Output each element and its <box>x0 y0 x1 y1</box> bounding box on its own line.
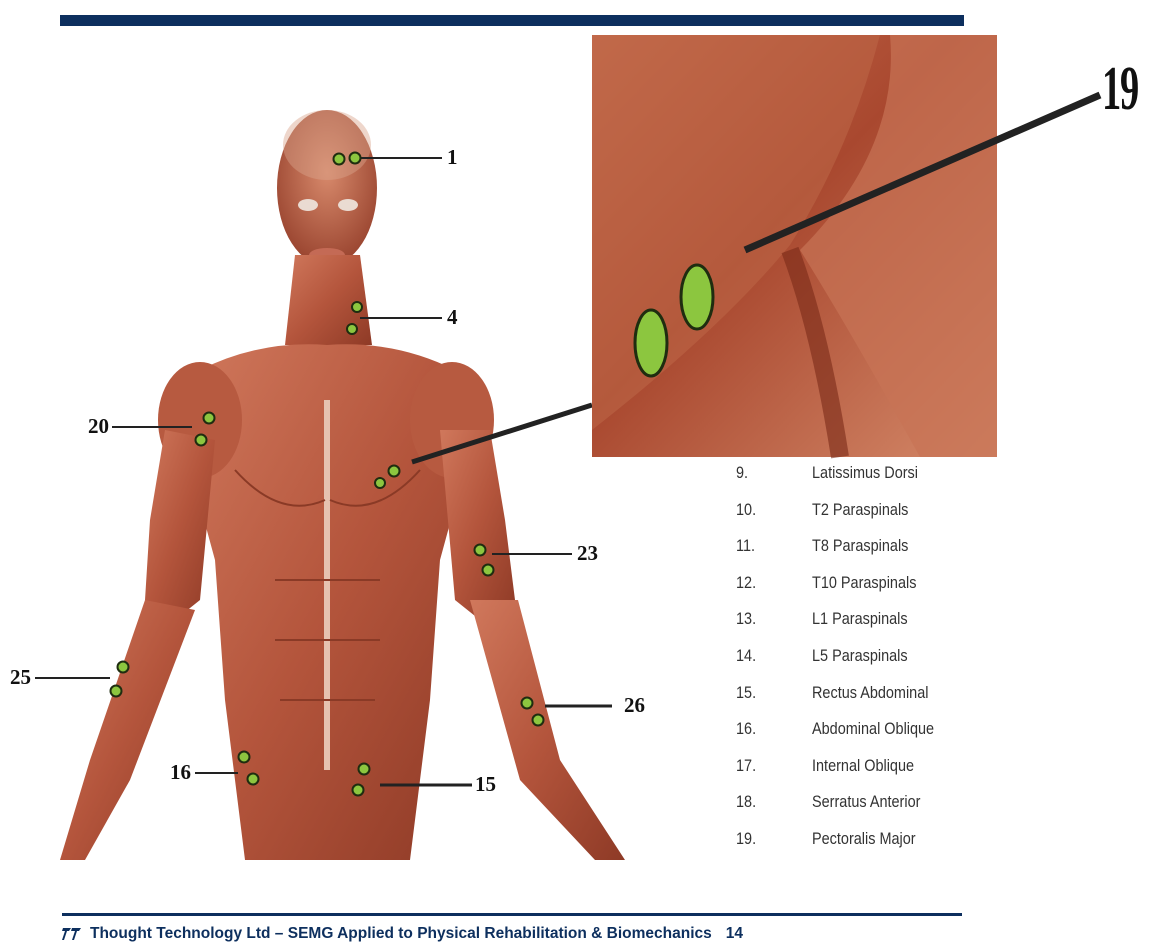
legend-number: 16. <box>736 719 779 739</box>
left-upper-arm <box>145 430 215 620</box>
callout-25: 25 <box>10 667 31 688</box>
callout-4: 4 <box>447 307 458 328</box>
legend-item: 12. T10 Paraspinals <box>734 573 1034 610</box>
legend-number: 12. <box>736 573 779 593</box>
legend-muscle-name: T8 Paraspinals <box>812 536 908 556</box>
legend-muscle-name: Pectoralis Major <box>812 829 916 849</box>
legend-item: 19. Pectoralis Major <box>734 829 1034 866</box>
footer-text: Thought Technology Ltd – SEMG Applied to… <box>90 925 712 943</box>
right-forearm <box>470 600 625 860</box>
legend-item: 15. Rectus Abdominal <box>734 683 1034 720</box>
left-forearm <box>60 600 195 860</box>
callout-1: 1 <box>447 147 458 168</box>
legend-number: 15. <box>736 683 779 703</box>
callout-23: 23 <box>577 543 598 564</box>
legend-item: 13. L1 Paraspinals <box>734 609 1034 646</box>
legend-muscle-name: Internal Oblique <box>812 756 914 776</box>
legend-muscle-name: Abdominal Oblique <box>812 719 934 739</box>
callout-20: 20 <box>88 416 109 437</box>
legend-number: 18. <box>736 792 779 812</box>
legend-muscle-name: Rectus Abdominal <box>812 683 928 703</box>
callout-15: 15 <box>475 774 496 795</box>
legend-item: 11. T8 Paraspinals <box>734 536 1034 573</box>
legend-item: 17. Internal Oblique <box>734 756 1034 793</box>
page-number: 14 <box>726 925 743 943</box>
callout-16: 16 <box>170 762 191 783</box>
legend-number: 10. <box>736 500 779 520</box>
legend-number: 9. <box>736 463 779 483</box>
right-upper-arm <box>440 430 515 620</box>
legend-muscle-name: L5 Paraspinals <box>812 646 908 666</box>
callout-19: 19 <box>1102 58 1138 120</box>
legend-muscle-name: Latissimus Dorsi <box>812 463 918 483</box>
legend-muscle-name: T2 Paraspinals <box>812 500 908 520</box>
legend-item: 9. Latissimus Dorsi <box>734 463 1034 500</box>
legend-number: 19. <box>736 829 779 849</box>
head <box>277 110 377 266</box>
legend-item: 18. Serratus Anterior <box>734 792 1034 829</box>
legend-item: 10. T2 Paraspinals <box>734 500 1034 537</box>
neck <box>285 255 372 345</box>
thought-technology-logo-icon <box>62 926 82 942</box>
callout-26: 26 <box>624 695 645 716</box>
legend-number: 11. <box>736 536 779 556</box>
legend-number: 17. <box>736 756 779 776</box>
legend-muscle-name: L1 Paraspinals <box>812 609 908 629</box>
legend-item: 14. L5 Paraspinals <box>734 646 1034 683</box>
footer: Thought Technology Ltd – SEMG Applied to… <box>62 922 743 946</box>
muscle-legend: 9. Latissimus Dorsi 10. T2 Paraspinals 11. T8… <box>734 463 1034 866</box>
legend-muscle-name: T10 Paraspinals <box>812 573 916 593</box>
footer-rule <box>62 913 962 916</box>
legend-muscle-name: Serratus Anterior <box>812 792 920 812</box>
legend-item: 16. Abdominal Oblique <box>734 719 1034 756</box>
zoom-inset <box>592 35 1100 457</box>
legend-number: 13. <box>736 609 779 629</box>
legend-number: 14. <box>736 646 779 666</box>
